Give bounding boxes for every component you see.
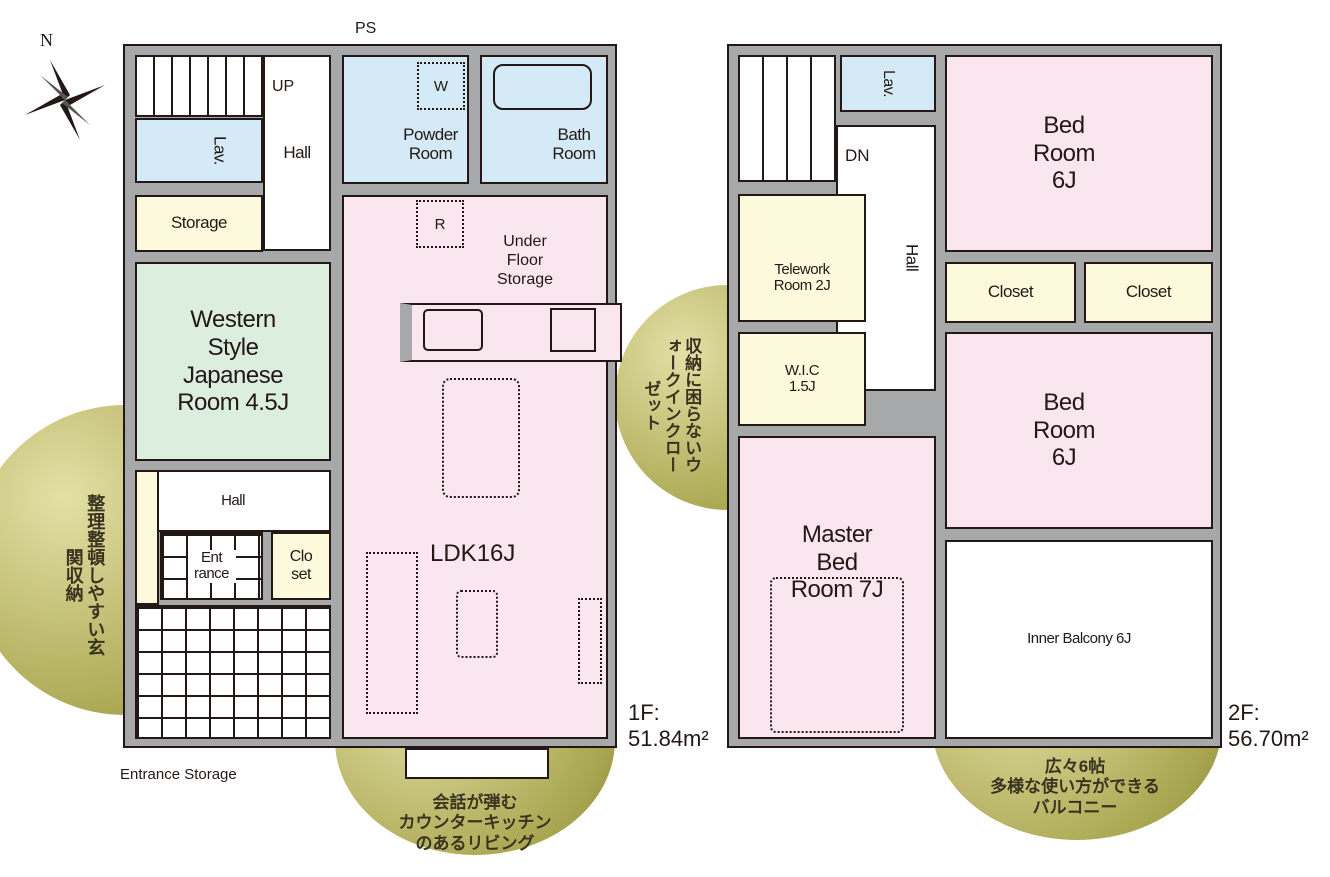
floor1-stairs <box>135 55 265 117</box>
closet1-label: Closet <box>987 282 1034 302</box>
floor1-ldk <box>342 195 608 739</box>
ps-label: PS <box>355 20 377 37</box>
floor1-note-bottom: 会話が弾む カウンターキッチン のあるリビング <box>398 793 552 853</box>
refrigerator-space: R <box>416 200 464 248</box>
hall-lower-label: Hall <box>221 491 245 509</box>
balcony-1f-step <box>405 748 549 779</box>
refrigerator-label: R <box>434 215 446 233</box>
floor2-stairs <box>738 55 836 182</box>
stove-icon <box>550 308 596 352</box>
ldk-label: LDK16J <box>430 540 516 567</box>
up-label: UP <box>272 78 295 95</box>
under-floor-storage-label: Under Floor Storage <box>496 233 554 289</box>
compass: N <box>20 30 110 150</box>
floor1-hall-upper: Hall <box>263 55 331 251</box>
western-room-label: Western Style Japanese Room 4.5J <box>177 306 289 417</box>
floor2-telework-room: Telework Room 2J <box>738 194 866 322</box>
bathtub <box>493 64 592 110</box>
floor2-walk-in-closet: W.I.C 1.5J <box>738 332 866 426</box>
kitchen-sink <box>423 309 483 351</box>
bedroom1-label: Bed Room 6J <box>1032 112 1096 195</box>
hall-upper-label: Hall <box>283 142 311 162</box>
kitchen-counter <box>400 303 622 362</box>
floor1-western-japanese-room: Western Style Japanese Room 4.5J <box>135 262 331 461</box>
sofa <box>366 552 418 714</box>
floor1-entrance-floor <box>135 605 331 739</box>
dn-label: DN <box>845 146 870 165</box>
bedroom2-label: Bed Room 6J <box>1032 389 1096 472</box>
floor2-area-label: 2F: <box>1228 700 1260 725</box>
compass-rose-icon <box>25 60 105 140</box>
bath-room-label: Bath Room <box>552 124 596 163</box>
floor1-entrance-storage <box>135 470 159 605</box>
hall2-label: Hall <box>902 244 922 272</box>
inner-balcony-label: Inner Balcony 6J <box>1027 630 1131 648</box>
floor1-powder-room: Powder Room <box>342 55 469 184</box>
floor1-storage: Storage <box>135 195 263 252</box>
lav-label: Lav. <box>210 136 230 165</box>
tv-stand <box>578 598 602 684</box>
closet2-label: Closet <box>1125 282 1172 302</box>
compass-north-label: N <box>40 30 53 50</box>
master-bedroom-label: Master Bed Room 7J <box>790 521 884 604</box>
coffee-table <box>456 590 498 658</box>
closet-label: Clo set <box>289 548 313 583</box>
floor2-area-value: 56.70m² <box>1228 726 1309 752</box>
floor1-hall-lower: Hall <box>135 470 331 532</box>
floor2-note-middle: 収納に困らないウォークインクローゼット <box>641 337 702 473</box>
master-bed <box>770 577 904 733</box>
floor2-lavatory: Lav. <box>840 55 936 112</box>
floor2-note-bottom: 広々6帖 多様な使い方ができる バルコニー <box>990 757 1160 817</box>
floor2-closet-2: Closet <box>1084 262 1213 323</box>
floor1-entrance: Ent rance <box>160 532 263 600</box>
floor1-bath-room: Bath Room <box>480 55 608 184</box>
washer-space: W <box>417 62 465 110</box>
floor1-area-label: 1F: <box>628 700 660 725</box>
floor2-inner-balcony: Inner Balcony 6J <box>945 540 1213 739</box>
storage-label: Storage <box>170 213 228 233</box>
lav2-label: Lav. <box>879 69 897 98</box>
powder-room-label: Powder Room <box>403 124 458 163</box>
floor1-note-left: 整理整頓しやすい玄関収納 <box>63 494 106 656</box>
wic-label: W.I.C 1.5J <box>784 361 820 395</box>
floor1-area-value: 51.84m² <box>628 726 709 752</box>
floor1-closet: Clo set <box>271 532 331 600</box>
entrance-label: Ent rance <box>187 549 236 583</box>
floor2-area: 2F:56.70m² <box>1228 700 1309 753</box>
entrance-storage-label: Entrance Storage <box>120 766 237 783</box>
telework-label: Telework Room 2J <box>773 260 831 294</box>
floor1-area: 1F:51.84m² <box>628 700 709 753</box>
floor2-bedroom-1: Bed Room 6J <box>945 55 1213 252</box>
dining-table <box>442 378 520 498</box>
floor2-bedroom-2: Bed Room 6J <box>945 332 1213 529</box>
floor1-lavatory: Lav. <box>135 118 263 183</box>
floor2-closet-1: Closet <box>945 262 1076 323</box>
washer-label: W <box>433 77 449 95</box>
